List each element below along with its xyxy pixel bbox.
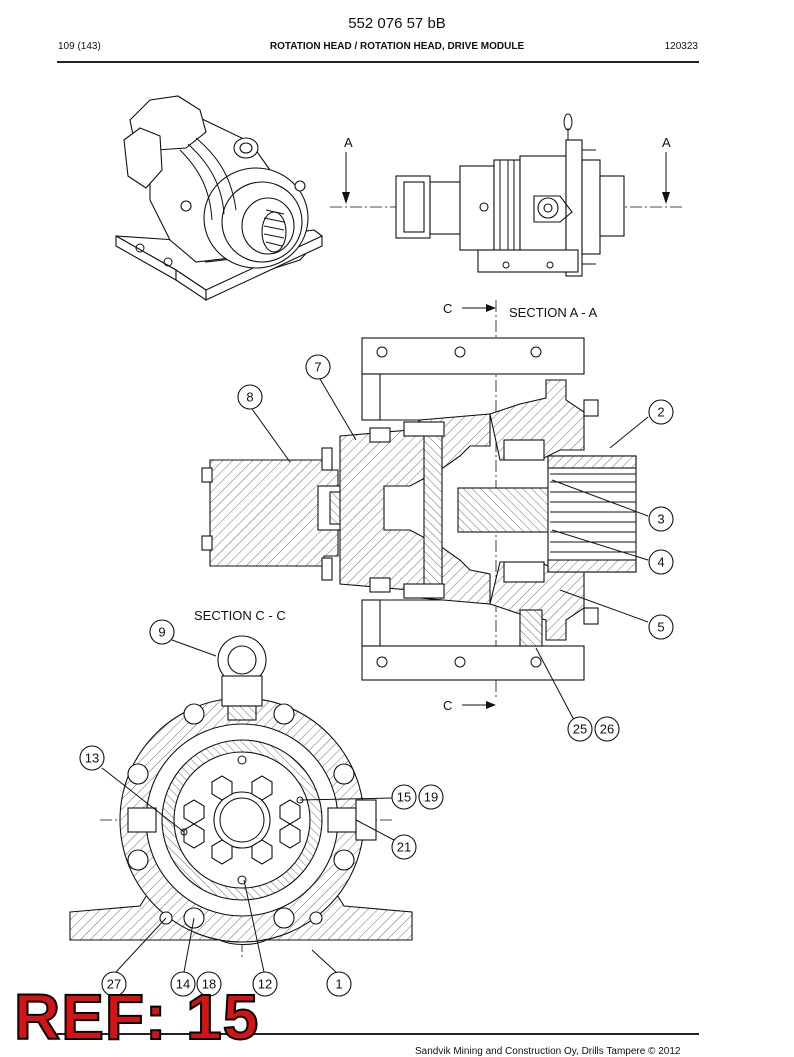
document-code: 120323 <box>664 41 698 52</box>
section-marker-c-top: C <box>443 301 452 316</box>
callout-13: 13 <box>85 751 99 766</box>
callout-27: 27 <box>107 977 121 992</box>
leader-lines <box>101 378 649 973</box>
callout-25: 25 <box>573 722 587 737</box>
callout-bubble <box>648 506 674 532</box>
callout-12: 12 <box>258 977 272 992</box>
page-title: ROTATION HEAD / ROTATION HEAD, DRIVE MOD… <box>269 41 525 52</box>
callout-bubbles: 7 8 2 3 4 5 25 26 9 13 15 19 21 27 14 18… <box>79 354 674 997</box>
side-view <box>330 113 682 277</box>
callout-9: 9 <box>158 625 165 640</box>
callout-bubble <box>418 784 444 810</box>
section-cc-view <box>69 635 413 960</box>
section-marker-c-bottom: C <box>443 698 452 713</box>
callout-15: 15 <box>397 790 411 805</box>
callout-7: 7 <box>314 360 321 375</box>
header-divider <box>57 61 699 63</box>
callout-bubble <box>567 716 593 742</box>
section-aa-view <box>201 300 637 700</box>
page-number: 109 (143) <box>58 41 101 52</box>
document-number: 552 076 57 bB <box>348 15 446 32</box>
callout-bubble <box>305 354 331 380</box>
section-marker-a-right: A <box>662 135 671 150</box>
callout-21: 21 <box>397 840 411 855</box>
callout-bubble <box>196 971 222 997</box>
section-marker-a-left: A <box>344 135 353 150</box>
isometric-view <box>115 95 323 302</box>
footer-divider <box>57 1033 699 1035</box>
callout-19: 19 <box>424 790 438 805</box>
callout-18: 18 <box>202 977 216 992</box>
callout-bubble <box>237 384 263 410</box>
callout-2: 2 <box>657 405 664 420</box>
callout-bubble <box>101 971 127 997</box>
callout-bubble <box>149 619 175 645</box>
callout-26: 26 <box>600 722 614 737</box>
callout-bubble <box>252 971 278 997</box>
callout-bubble <box>391 784 417 810</box>
callout-bubble <box>648 549 674 575</box>
callout-8: 8 <box>246 390 253 405</box>
callout-bubble <box>79 745 105 771</box>
footer-copyright: Sandvik Mining and Construction Oy, Dril… <box>415 1046 681 1057</box>
callout-3: 3 <box>657 512 664 527</box>
ref-stamp: REF: 15 <box>13 981 260 1053</box>
callout-bubble <box>648 399 674 425</box>
callout-1: 1 <box>335 977 342 992</box>
callout-5: 5 <box>657 620 664 635</box>
section-aa-label: SECTION A - A <box>509 305 597 320</box>
section-cc-label: SECTION C - C <box>194 608 286 623</box>
callout-14: 14 <box>176 977 190 992</box>
callout-4: 4 <box>657 555 664 570</box>
callout-bubble <box>648 614 674 640</box>
callout-bubble <box>170 971 196 997</box>
callout-bubble <box>391 834 417 860</box>
callout-bubble <box>326 971 352 997</box>
callout-bubble <box>594 716 620 742</box>
